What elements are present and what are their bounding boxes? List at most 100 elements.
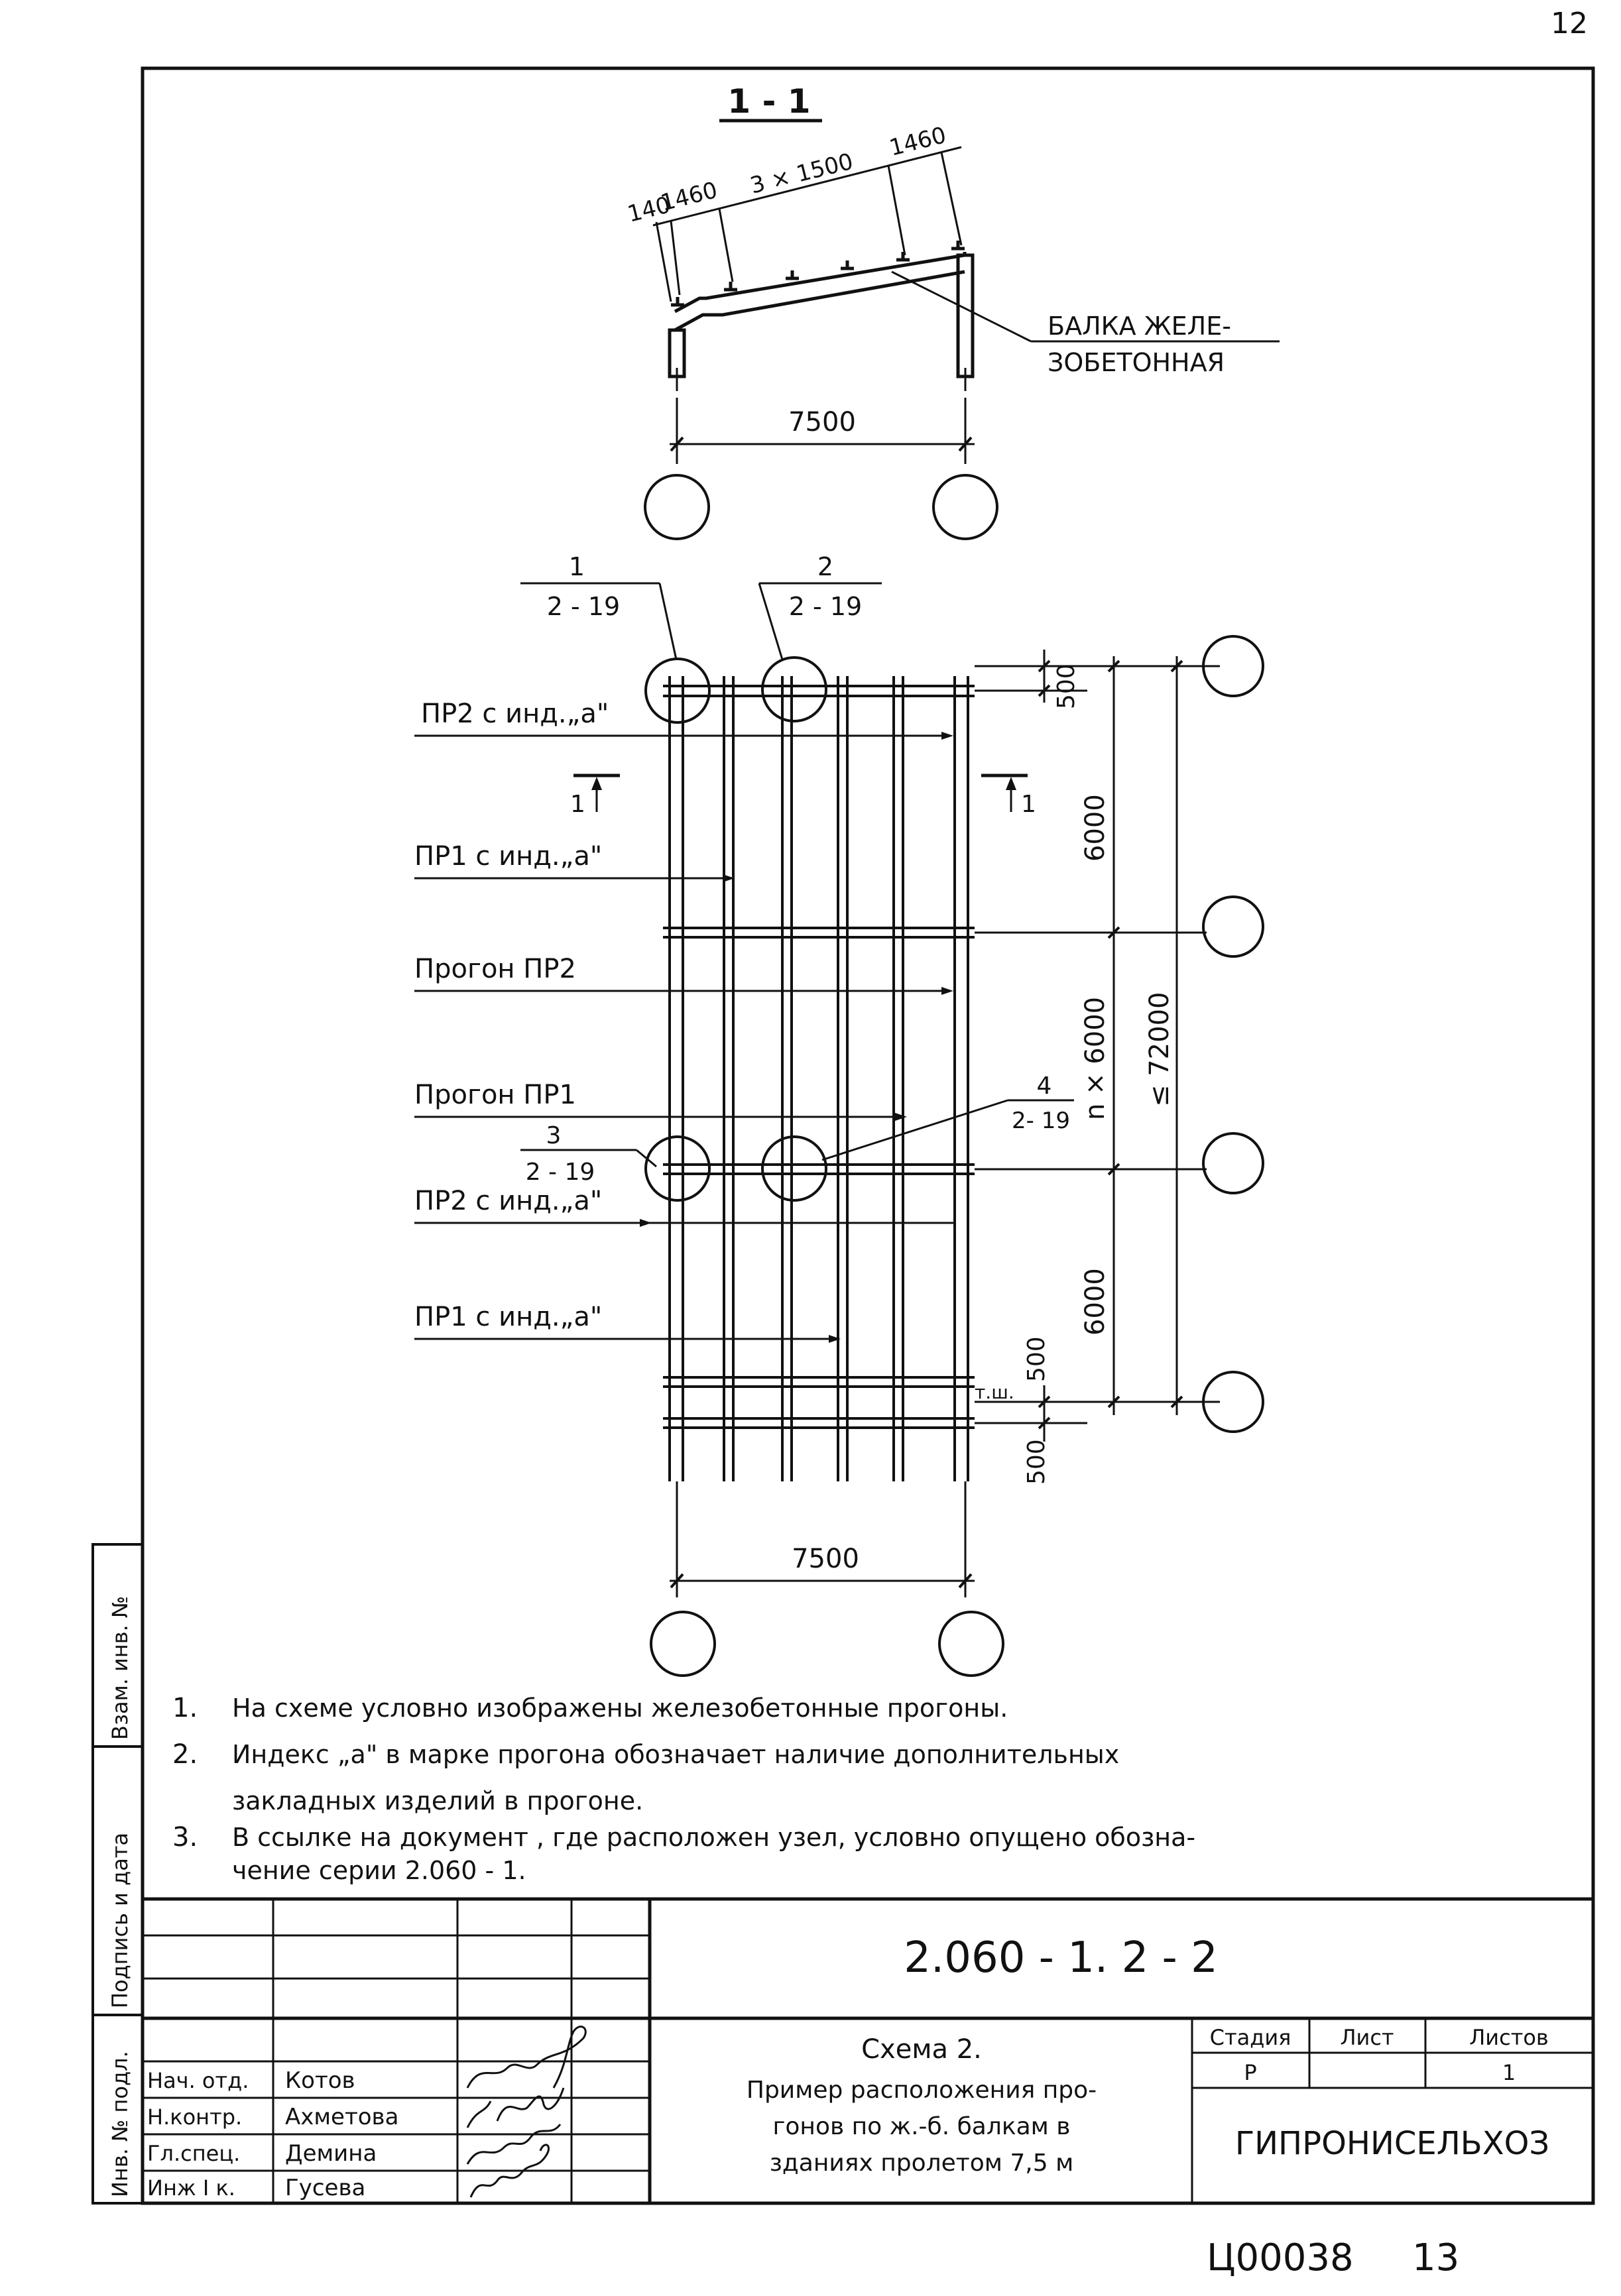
section-span-tick-left: [670, 436, 684, 452]
purlin-mark-2: [724, 282, 737, 292]
label-pr2-a-bottom: ПР2 с инд.„а": [414, 1186, 602, 1216]
ref3-leader: [636, 1149, 657, 1168]
ref4-number: 4: [1037, 1072, 1052, 1100]
plan-scheme: 1 2 - 19 2 2 - 19 3 2 - 19 4 2- 19 1 1: [414, 552, 1264, 1677]
top-dimension-line: [652, 146, 962, 227]
ref2-number: 2: [817, 552, 833, 581]
label-purlin-pr2: Прогон ПР2: [414, 954, 576, 984]
note-3-line-1: В ссылке на документ , где расположен уз…: [232, 1823, 1195, 1852]
sheets-header: Листов: [1469, 2025, 1549, 2050]
role-3: Гл.спец.: [147, 2141, 240, 2166]
sheet-title-line-3: гонов по ж.-б. балкам в: [772, 2113, 1070, 2140]
notes: 1. На схеме условно изображены железобет…: [172, 1693, 1195, 1885]
right-dimension-ticks: [1038, 660, 1183, 1430]
side-stamp-replacement: Взам. инв. №: [107, 1596, 133, 1740]
name-3: Демина: [285, 2140, 377, 2167]
axis-bubble-right-4: [1202, 1371, 1264, 1433]
signature-4: [469, 2144, 550, 2198]
side-stamp-signature: Подпись и дата: [107, 1833, 133, 2008]
cut-label-left: 1: [570, 791, 585, 818]
axis-bubble-plan-right: [938, 1611, 1004, 1677]
ref1-sheet: 2 - 19: [547, 592, 620, 621]
plan-span-tick-right: [958, 1573, 973, 1589]
ref1-leader: [658, 583, 678, 660]
axis-bubble-plan-left: [650, 1611, 716, 1677]
dim-n-x-6000: n × 6000: [1080, 997, 1111, 1120]
section-title: 1 - 1: [727, 82, 810, 121]
dim-500-bottom: 500: [1023, 1439, 1050, 1485]
dim-3x1500: 3 × 1500: [748, 148, 856, 200]
note-2-line-1: Индекс „а" в марке прогона обозначает на…: [232, 1740, 1119, 1769]
ref4-leader: [821, 1099, 1008, 1161]
role-2: Н.контр.: [147, 2104, 242, 2130]
cut-label-right: 1: [1021, 791, 1036, 818]
side-stamp-frame: [91, 1543, 144, 2205]
dim-500-middle: 500: [1023, 1336, 1050, 1382]
section-1-1: 1 - 1 140 1460 3 × 1500: [625, 82, 1280, 540]
archive-code: Ц00038: [1207, 2236, 1354, 2279]
ref4-sheet: 2- 19: [1012, 1108, 1070, 1134]
ref-circle-3: [644, 1135, 711, 1202]
ref2-sheet: 2 - 19: [789, 592, 862, 621]
role-1: Нач. отд.: [147, 2068, 249, 2093]
plan-rafters: [663, 685, 975, 1429]
dim-total: ≤ 72000: [1144, 992, 1175, 1107]
signature-3: [466, 2124, 562, 2165]
stage-header: Стадия: [1210, 2025, 1291, 2050]
section-span-value: 7500: [788, 407, 856, 437]
sheet-title-line-1: Схема 2.: [861, 2034, 982, 2065]
doc-code: 2.060 - 1. 2 - 2: [904, 1933, 1218, 1982]
dim-6000-top: 6000: [1080, 794, 1111, 862]
dim-500-top: 500: [1053, 663, 1080, 709]
top-dimension-extensions: [655, 152, 963, 302]
drawing-frame: [141, 66, 1595, 2205]
signatures: [466, 2026, 587, 2198]
note-2-number: 2.: [172, 1739, 198, 1770]
plan-span-tick-left: [670, 1573, 684, 1589]
dim-1460-right: 1460: [887, 122, 949, 162]
axis-bubble-right-2: [1202, 895, 1264, 958]
ref3-sheet: 2 - 19: [526, 1159, 595, 1186]
note-1-line-1: На схеме условно изображены железобетонн…: [232, 1693, 1008, 1723]
label-purlin-pr1: Прогон ПР1: [414, 1080, 576, 1110]
note-3-line-2: чение серии 2.060 - 1.: [232, 1856, 526, 1885]
role-4: Инж I к.: [147, 2175, 235, 2201]
note-2-line-2: закладных изделий в прогоне.: [232, 1786, 643, 1815]
ref3-number: 3: [546, 1122, 562, 1149]
sheet-title-line-2: Пример расположения про-: [747, 2077, 1097, 2104]
cut-arrowhead-left: [591, 777, 602, 790]
purlin-mark-5: [896, 252, 910, 262]
side-stamp-inventory: Инв. № подл.: [107, 2051, 133, 2197]
name-4: Гусева: [285, 2175, 365, 2201]
axis-bubble-section-right: [932, 474, 998, 540]
label-pr1-a-bottom: ПР1 с инд.„а": [414, 1302, 602, 1332]
purlin-mark-3: [786, 270, 799, 280]
beam-leader-line: [891, 270, 1032, 343]
axis-bubble-section-left: [644, 474, 710, 540]
note-3-number: 3.: [172, 1822, 198, 1853]
signature-1: [466, 2026, 587, 2089]
ref-circle-1: [644, 658, 711, 724]
ref2-leader: [758, 583, 784, 660]
name-1: Котов: [285, 2067, 355, 2094]
cut-arrowhead-right: [1006, 777, 1016, 790]
purlin-mark-4: [841, 260, 854, 270]
sheets-value: 1: [1502, 2060, 1516, 2085]
sheet-title-line-4: зданиях пролетом 7,5 м: [770, 2150, 1073, 2177]
ref-circle-2: [761, 656, 827, 722]
beam-label-line-1: БАЛКА ЖЕЛЕ-: [1048, 312, 1231, 341]
beam-bottom-edge: [674, 270, 965, 332]
beam-label-line-2: ЗОБЕТОННАЯ: [1048, 348, 1225, 377]
dim-6000-bottom: 6000: [1080, 1268, 1111, 1336]
label-pr1-a-top: ПР1 с инд.„а": [414, 841, 602, 872]
organization-name: ГИПРОНИСЕЛЬХОЗ: [1235, 2125, 1549, 2162]
label-leaders: [414, 734, 955, 1340]
ref-circle-4: [761, 1135, 827, 1202]
sheet-header: Лист: [1340, 2025, 1394, 2050]
section-purlins: [671, 241, 965, 307]
bottom-page-number: 13: [1412, 2236, 1459, 2279]
axis-bubble-right-1: [1202, 635, 1264, 697]
section-span-tick-right: [958, 436, 973, 452]
stage-value: Р: [1244, 2060, 1256, 2085]
